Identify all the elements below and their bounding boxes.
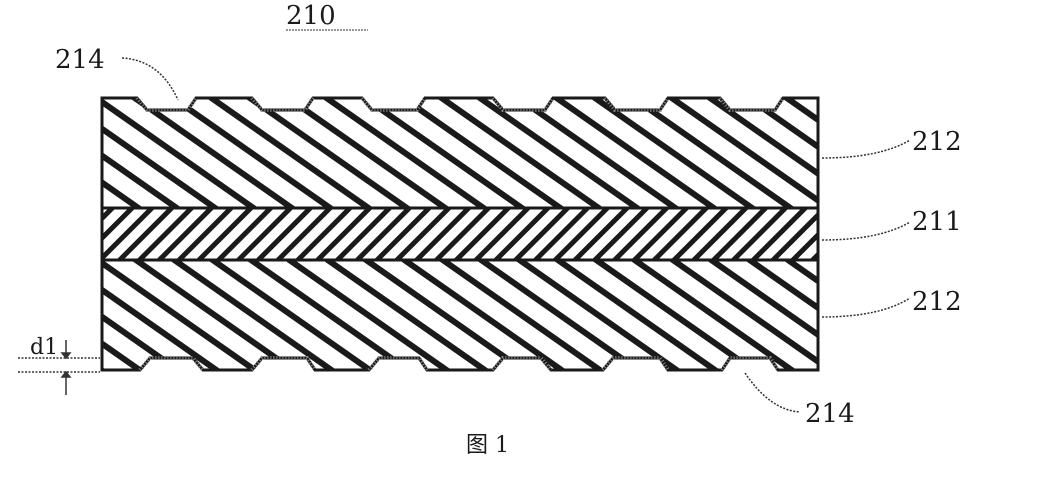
leader-214-bottom xyxy=(744,372,801,413)
leader-212-lower xyxy=(821,297,911,318)
lower-layer-212 xyxy=(100,258,820,372)
label-212-lower: 212 xyxy=(912,287,962,317)
thickness-dimension-d1 xyxy=(18,340,100,395)
label-212-upper: 212 xyxy=(912,127,962,157)
figure-number-label: 210 xyxy=(286,1,336,31)
leader-211 xyxy=(821,221,911,241)
middle-layer-211 xyxy=(100,206,820,262)
leader-lines xyxy=(121,57,911,413)
label-214-bottom: 214 xyxy=(805,399,855,429)
leader-214-top xyxy=(121,57,179,101)
label-d1: d1 xyxy=(30,335,58,360)
label-214-top: 214 xyxy=(55,45,105,75)
upper-layer-212 xyxy=(100,96,820,210)
figure-caption: 图 1 xyxy=(466,433,509,458)
leader-212-upper xyxy=(821,139,911,159)
label-211: 211 xyxy=(912,207,962,237)
